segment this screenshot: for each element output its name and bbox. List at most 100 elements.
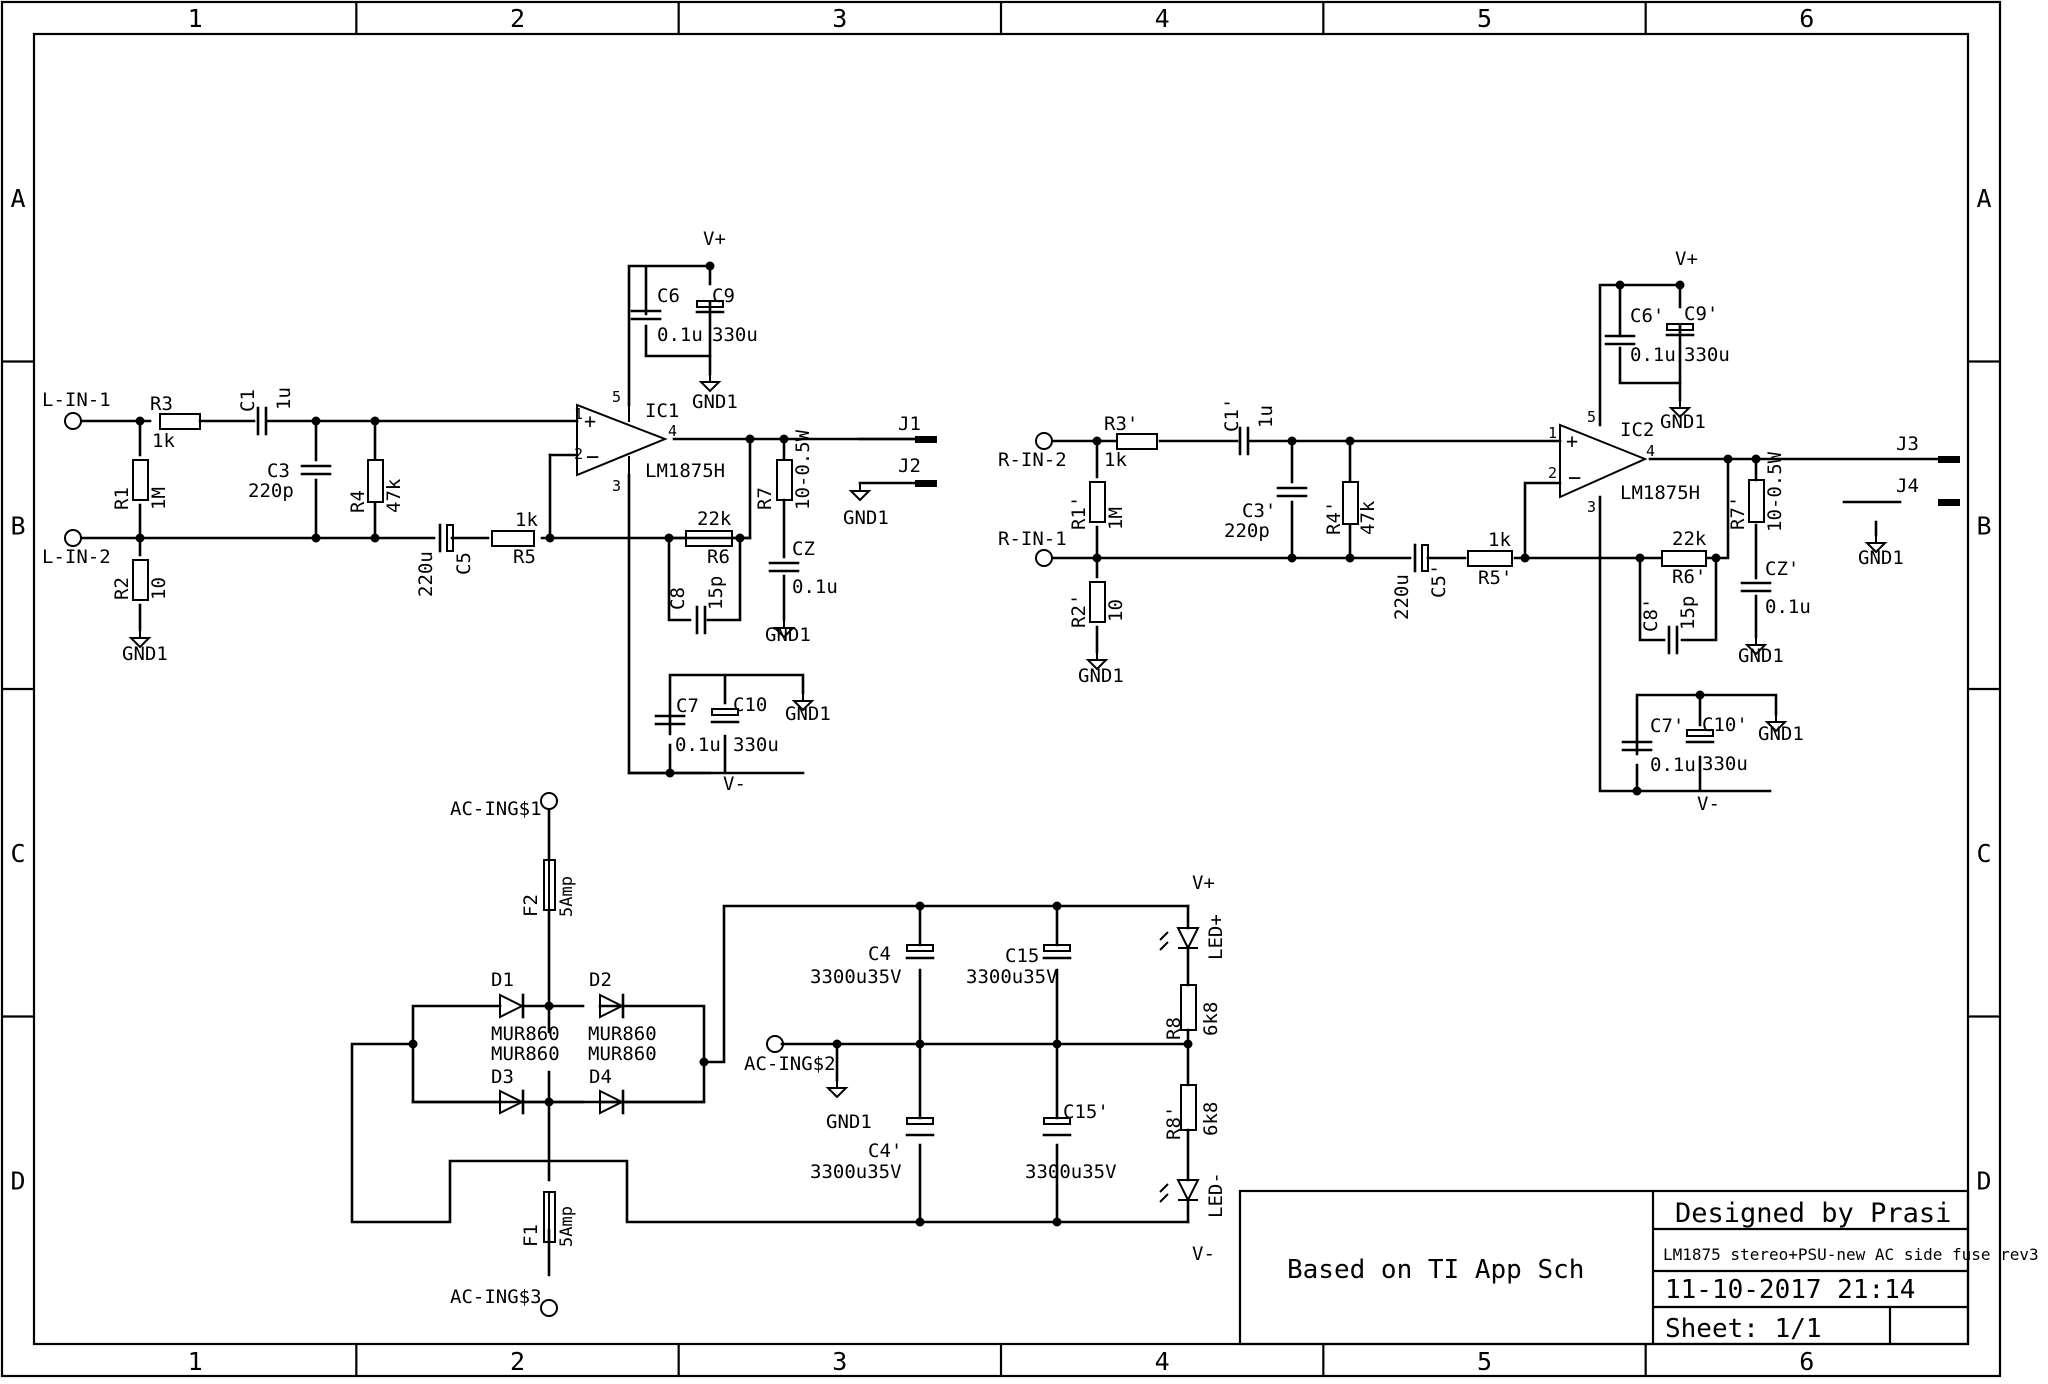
r2-value: 10: [1105, 599, 1127, 622]
c3-label: C3: [267, 460, 290, 482]
f2-value: 5Amp: [557, 876, 577, 917]
vplus-label: V+: [703, 228, 726, 250]
frame-column-label: 5: [1477, 4, 1492, 33]
d3-label: D3: [491, 1066, 514, 1088]
c1-label: C1: [237, 389, 259, 412]
r3-label: R3': [1104, 413, 1138, 435]
title-date: 11-10-2017 21:14: [1665, 1275, 1915, 1305]
vminus-label: V-: [1697, 793, 1720, 815]
j1-label: J1: [898, 413, 921, 435]
ic1-pin4: 4: [668, 422, 677, 440]
svg-text:−: −: [586, 445, 599, 470]
gnd-label: GND1: [1078, 665, 1124, 687]
r3-value: 1k: [152, 430, 175, 452]
r2-label: R2: [111, 577, 133, 600]
frame-column-label: 6: [1799, 4, 1814, 33]
r4-value: 47k: [1357, 500, 1379, 535]
d4-label: D4: [589, 1066, 612, 1088]
c9-value: 330u: [1684, 344, 1730, 366]
title-sheet: Sheet: 1/1: [1665, 1314, 1822, 1344]
r8-value: 6k8: [1200, 1002, 1222, 1036]
c7-value: 0.1u: [1650, 754, 1696, 776]
c10-value: 330u: [1702, 753, 1748, 775]
c4-label: C4: [868, 943, 891, 965]
ac3-label: AC-ING$3: [450, 1286, 542, 1308]
gnd-label: GND1: [1858, 547, 1904, 569]
c4p-value: 3300u35V: [810, 1161, 902, 1183]
c9-label: C9': [1684, 303, 1718, 325]
r1-label: R1: [111, 487, 133, 510]
c10-label: C10': [1702, 714, 1748, 736]
d2-label: D2: [589, 969, 612, 991]
r1-value: 1M: [1105, 507, 1127, 530]
r5-value: 1k: [1488, 529, 1511, 551]
r6-label: R6': [1672, 566, 1706, 588]
gnd-label: GND1: [1660, 411, 1706, 433]
vplus-label: V+: [1675, 248, 1698, 270]
r5-value: 1k: [515, 509, 538, 531]
left-channel-amplifier: +− L-IN-1 L-IN-2 R3 1k C1 1u R1 1M R2 10…: [42, 228, 937, 795]
ic1-label: IC1: [645, 400, 679, 422]
c8-value: 15p: [705, 576, 727, 610]
l-in-2-label: L-IN-2: [42, 546, 111, 568]
power-supply: AC-ING$1 AC-ING$2 AC-ING$3 F2 5Amp F1 5A…: [350, 792, 1227, 1317]
c9-label: C9: [712, 285, 735, 307]
j2-label: J2: [898, 455, 921, 477]
d1-value-2: MUR860: [491, 1043, 560, 1065]
r8-label: R8: [1163, 1017, 1185, 1040]
ic2-pin2: 2: [1548, 464, 1557, 482]
c4-value: 3300u35V: [810, 966, 902, 988]
c5-value: 220u: [1391, 574, 1413, 620]
gnd-label: GND1: [1758, 723, 1804, 745]
ic2-pin1: 1: [1548, 424, 1557, 442]
c8-label: C8': [1640, 598, 1662, 632]
frame-column-label: 4: [1155, 1347, 1170, 1376]
vplus-label: V+: [1192, 872, 1215, 894]
ac1-label: AC-ING$1: [450, 798, 542, 820]
frame-row-label: A: [10, 184, 25, 213]
c6-value: 0.1u: [1630, 344, 1676, 366]
gnd-label: GND1: [843, 507, 889, 529]
frame-row-label: B: [1976, 511, 1991, 540]
frame-column-label: 1: [188, 1347, 203, 1376]
svg-text:−: −: [1568, 466, 1581, 491]
r7-label: R7': [1727, 496, 1749, 530]
c5-label: C5: [453, 552, 475, 575]
ic2-pin5: 5: [1587, 408, 1596, 426]
f1-label: F1: [520, 1224, 542, 1247]
r6-value: 22k: [1672, 528, 1707, 550]
c4p-label: C4': [868, 1140, 902, 1162]
led-plus-label: LED+: [1205, 914, 1227, 960]
title-block: Designed by Prasi LM1875 stereo+PSU-new …: [1238, 1189, 2039, 1346]
r7-value: 10-0.5W: [792, 429, 814, 510]
frame-row-label: A: [1976, 184, 1991, 213]
r-in-2-label: R-IN-2: [998, 449, 1067, 471]
c5-label: C5': [1428, 564, 1450, 598]
r4-label: R4: [347, 490, 369, 513]
ic2-pin4: 4: [1646, 442, 1655, 460]
r5-label: R5': [1478, 567, 1512, 589]
c9-value: 330u: [712, 324, 758, 346]
ic1-pin5: 5: [612, 388, 621, 406]
cz-value: 0.1u: [792, 576, 838, 598]
vminus-label: V-: [1192, 1243, 1215, 1265]
frame-column-label: 2: [510, 4, 525, 33]
r7-label: R7: [754, 487, 776, 510]
d2-value-2: MUR860: [588, 1043, 657, 1065]
svg-text:+: +: [584, 409, 596, 433]
title-note: Based on TI App Sch: [1287, 1255, 1584, 1285]
c3-label: C3': [1242, 500, 1276, 522]
c15p-label: C15': [1063, 1101, 1109, 1123]
r3-label: R3: [150, 393, 173, 415]
svg-text:+: +: [1566, 429, 1578, 453]
frame-column-label: 1: [188, 4, 203, 33]
c3-value: 220p: [1224, 520, 1270, 542]
gnd-label: GND1: [1738, 645, 1784, 667]
c7-value: 0.1u: [675, 734, 721, 756]
c15p-value: 3300u35V: [1025, 1161, 1117, 1183]
c5-value: 220u: [415, 551, 437, 597]
c15-label: C15: [1005, 945, 1039, 967]
ic2-value: LM1875H: [1620, 482, 1700, 504]
led-minus-label: LED-: [1205, 1172, 1227, 1218]
